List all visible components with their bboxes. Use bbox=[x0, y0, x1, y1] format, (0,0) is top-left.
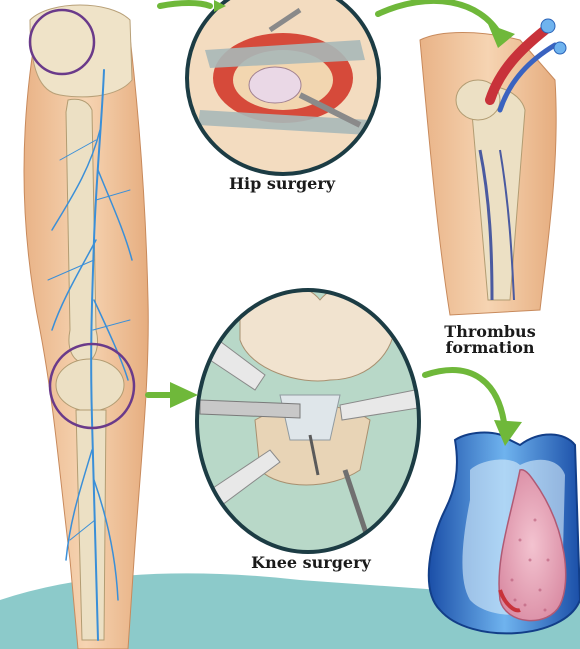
hip-surgery-text: Hip surgery bbox=[212, 176, 352, 192]
thrombus-formation-label: Thrombus formation bbox=[420, 324, 560, 356]
knee-surgery-illustration bbox=[190, 280, 430, 560]
hip-surgery-label: Hip surgery bbox=[212, 176, 352, 192]
knee-surgery-text: Knee surgery bbox=[236, 555, 386, 571]
arrow-hip-to-thrombus bbox=[378, 1, 500, 35]
leg-illustration bbox=[24, 5, 148, 649]
knee-surgery-label: Knee surgery bbox=[236, 555, 386, 571]
thrombus-formation-illustration bbox=[420, 19, 566, 315]
hip-surgery-illustration bbox=[180, 0, 390, 180]
thrombus-text-line2: formation bbox=[420, 340, 560, 356]
arrow-knee-to-clot bbox=[425, 370, 505, 430]
vessel-clot-illustration bbox=[429, 433, 580, 634]
arrow-to-hip bbox=[160, 3, 210, 6]
